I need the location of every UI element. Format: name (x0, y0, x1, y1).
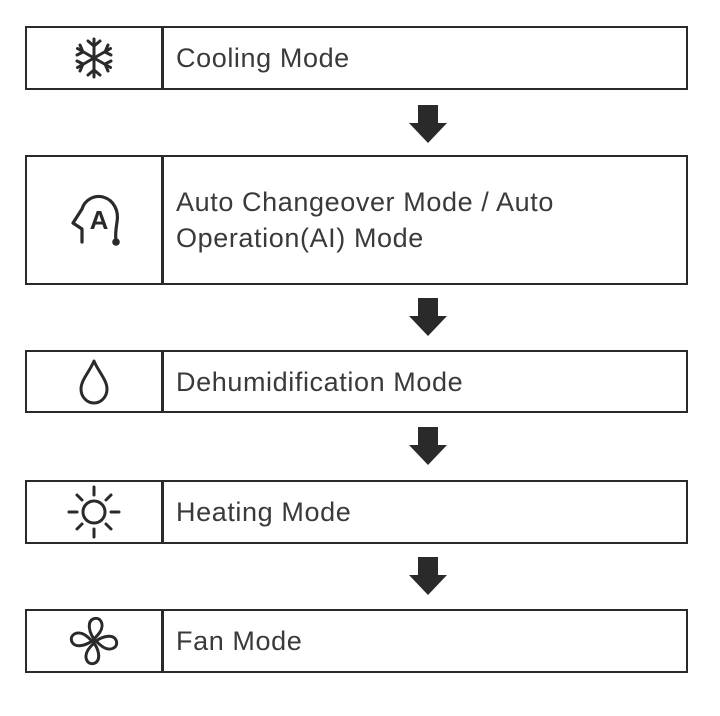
mode-label-fan: Fan Mode (176, 611, 676, 671)
mode-label-text: Cooling Mode (176, 43, 350, 73)
water-drop-icon (79, 359, 109, 404)
arrow-down-icon (409, 298, 447, 336)
auto-mode-icon: A (71, 194, 120, 246)
auto-mode-letter: A (90, 205, 109, 235)
icon-cell-fan (27, 611, 164, 671)
icon-cell-dehumidification (27, 352, 164, 411)
mode-box-dehumidification: Dehumidification Mode (25, 350, 688, 413)
mode-box-auto: A Auto Changeover Mode / Auto Operation(… (25, 155, 688, 285)
mode-label-dehumidification: Dehumidification Mode (176, 352, 676, 411)
fan-icon (69, 616, 119, 666)
mode-box-fan: Fan Mode (25, 609, 688, 673)
sun-icon (67, 485, 121, 539)
mode-label-cooling: Cooling Mode (176, 28, 676, 88)
mode-label-auto: Auto Changeover Mode / Auto Operation(AI… (176, 157, 676, 283)
icon-cell-heating (27, 482, 164, 542)
mode-label-text: Fan Mode (176, 626, 303, 656)
arrow-down-icon (409, 427, 447, 465)
mode-box-heating: Heating Mode (25, 480, 688, 544)
mode-label-text: Dehumidification Mode (176, 366, 464, 397)
mode-label-heating: Heating Mode (176, 482, 676, 542)
icon-cell-auto: A (27, 157, 164, 283)
icon-cell-cooling (27, 28, 164, 88)
arrow-down-icon (409, 557, 447, 595)
mode-box-cooling: Cooling Mode (25, 26, 688, 90)
arrow-down-icon (409, 105, 447, 143)
snowflake-icon (75, 37, 113, 79)
mode-label-text: Auto Changeover Mode / Auto Operation(AI… (176, 187, 554, 253)
mode-label-text: Heating Mode (176, 497, 352, 527)
